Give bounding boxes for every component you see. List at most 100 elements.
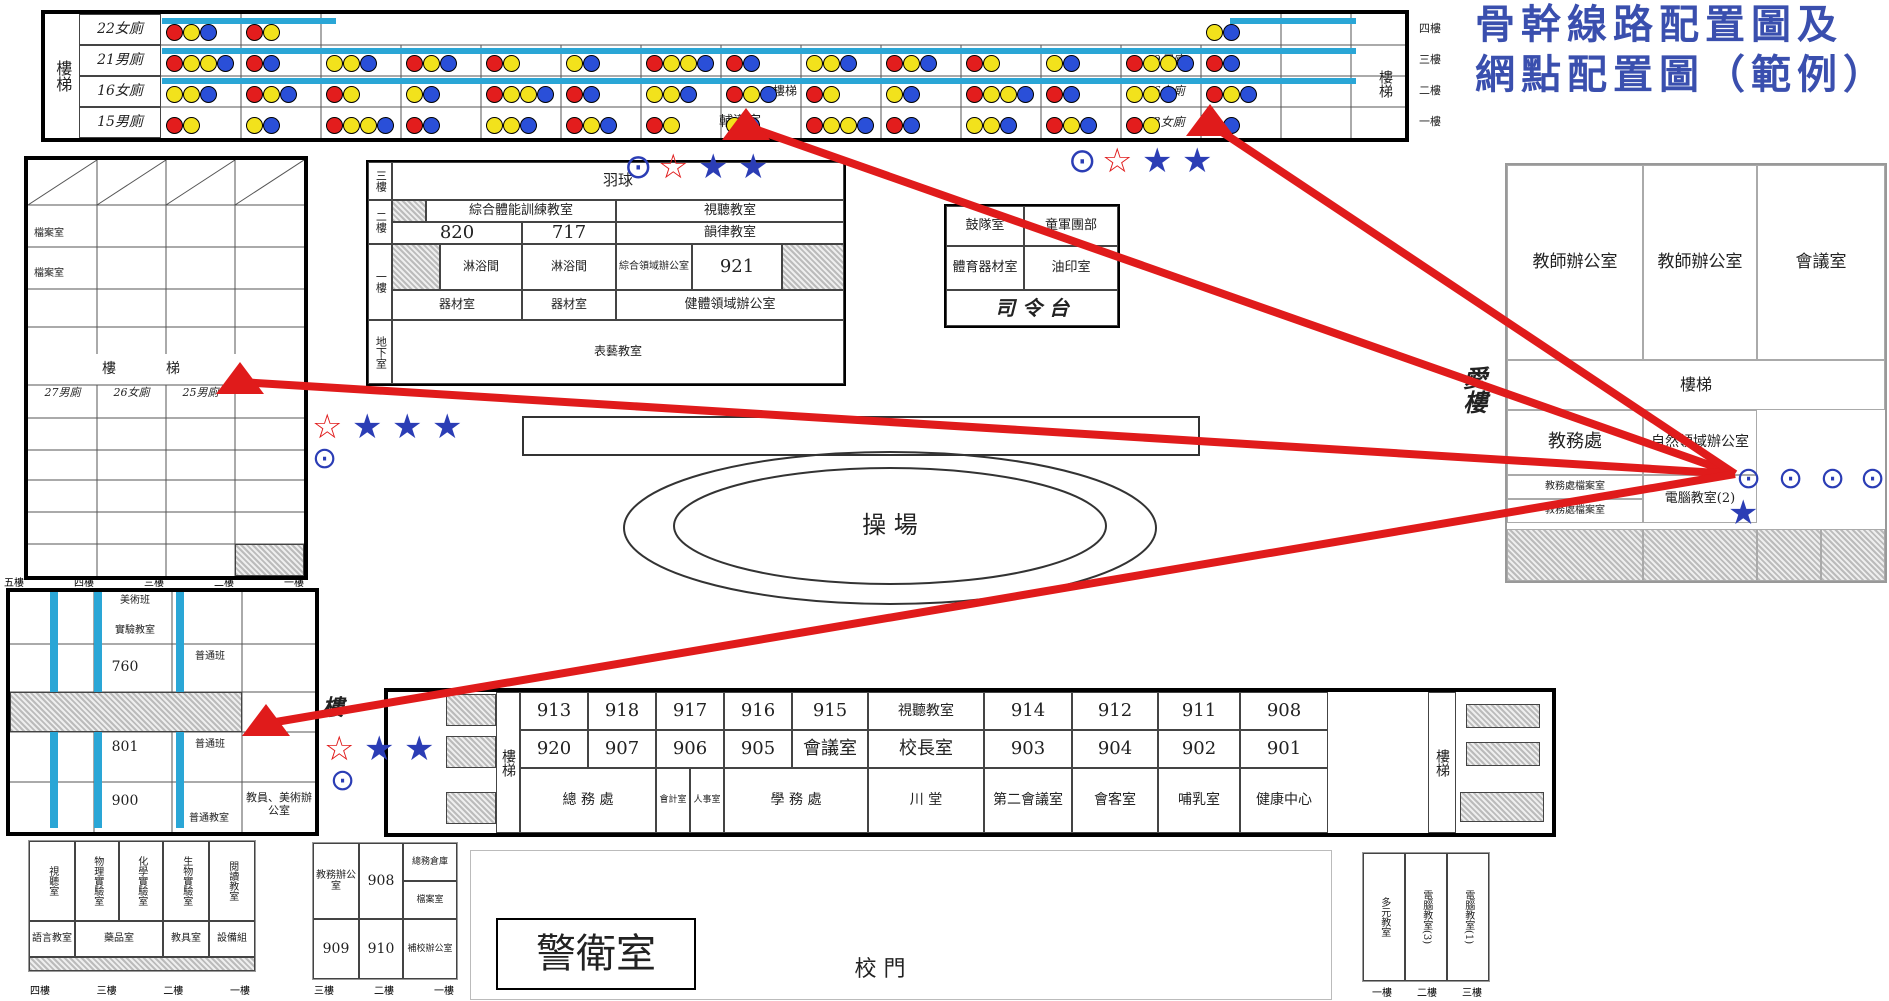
dot-icon — [1017, 86, 1034, 103]
access-point-dots — [566, 55, 600, 72]
access-point-dots — [486, 117, 537, 134]
bb-gray-1 — [446, 694, 496, 726]
switch-triangle-icon — [216, 362, 264, 394]
bb-room-914: 914 — [984, 692, 1072, 730]
dot-icon — [423, 117, 440, 134]
left-wc-27: 27男廁 — [44, 385, 81, 399]
star-icon: ★ — [1728, 493, 1758, 533]
dot-icon — [903, 117, 920, 134]
access-point-dots — [246, 24, 280, 41]
dot-icon — [966, 86, 983, 103]
teacher-office-2: 教師辦公室 — [1643, 165, 1757, 360]
bsl-pharmacy: 藥品室 — [75, 921, 163, 957]
dot-icon — [423, 55, 440, 72]
dot-icon — [886, 117, 903, 134]
bb-office-2: 人事室 — [690, 768, 724, 833]
dot-icon — [1143, 86, 1160, 103]
dot-icon — [406, 117, 423, 134]
left-floor-5: 五樓 — [4, 578, 24, 589]
dot-icon — [1080, 117, 1097, 134]
dot-icon — [343, 86, 360, 103]
dot-icon — [663, 55, 680, 72]
bb-room-會議室: 會議室 — [792, 730, 868, 768]
bottom-small-mid: 教務辦公室 908 總務倉庫 檔案室 909 910 補校辦公室 — [312, 842, 458, 980]
left-building: 檔案室 檔案室 樓梯 27男廁 26女廁 25男廁 — [24, 156, 308, 580]
star-icon: ★ — [364, 729, 394, 769]
access-point-dots — [486, 55, 520, 72]
right-stairs: 樓梯 — [1507, 360, 1885, 410]
dot-icon — [1063, 86, 1080, 103]
bl-art-office: 教員、美術辦公室 — [246, 791, 312, 817]
bb-room-905: 905 — [724, 730, 792, 768]
center-fitness-room: 綜合體能訓練教室 — [426, 200, 616, 222]
top-row-3-label: 21男廁 — [79, 45, 161, 76]
center-shower-1: 淋浴間 — [440, 244, 522, 290]
dot-icon — [440, 55, 457, 72]
left-floor-3: 三樓 — [144, 578, 164, 589]
access-point-dots — [1046, 117, 1097, 134]
center-gray-2 — [392, 244, 440, 290]
dot-icon — [566, 86, 583, 103]
dot-icon — [326, 86, 343, 103]
bottom-small-left: 視聽室 物理實驗室 化學實驗室 生物實驗室 閱讀教室 語言教室 藥品室 教具室 … — [28, 840, 256, 972]
dot-icon — [263, 86, 280, 103]
dot-icon — [806, 86, 823, 103]
dot-icon — [217, 55, 234, 72]
diagram-title: 骨幹線路配置圖及網點配置圖（範例） — [1475, 1, 1889, 98]
access-point-dots — [886, 86, 920, 103]
pe-equipment-room: 體育器材室 — [946, 246, 1024, 290]
access-point-dots — [1206, 24, 1240, 41]
right-gray-2 — [1643, 529, 1757, 581]
star-icon: ★ — [1142, 141, 1172, 181]
dot-icon — [886, 86, 903, 103]
bb-office-5: 第二會議室 — [984, 768, 1072, 833]
star-icon: ★ — [698, 147, 728, 187]
bsm-909: 909 — [313, 919, 359, 979]
dot-icon — [263, 24, 280, 41]
left-wc-25: 25男廁 — [182, 385, 219, 399]
dot-icon — [806, 55, 823, 72]
dot-icon — [1000, 86, 1017, 103]
dot-icon — [503, 117, 520, 134]
bb-stairs-right: 樓梯 — [1428, 692, 1456, 833]
bb-office-4: 川 堂 — [868, 768, 984, 833]
circle-icon: ⊙ — [1778, 461, 1803, 496]
access-point-dots — [1126, 86, 1177, 103]
bsr-floor-2: 二樓 — [1417, 988, 1437, 999]
dot-icon — [1143, 55, 1160, 72]
dot-icon — [1223, 86, 1240, 103]
bsl-language: 語言教室 — [29, 921, 75, 957]
access-point-dots — [1046, 86, 1080, 103]
gate-area — [470, 850, 1332, 1000]
dot-icon — [520, 86, 537, 103]
bb-room-907: 907 — [588, 730, 656, 768]
bb-room-917: 917 — [656, 692, 724, 730]
dot-icon — [857, 117, 874, 134]
bb-room-916: 916 — [724, 692, 792, 730]
dot-icon — [583, 86, 600, 103]
guard-room: 警衛室 — [496, 918, 696, 990]
left-floor-2: 二樓 — [214, 578, 234, 589]
circle-icon: ⊙ — [1820, 461, 1845, 496]
dot-icon — [646, 86, 663, 103]
center-floor-2: 二樓 — [368, 200, 392, 244]
dot-icon — [183, 117, 200, 134]
access-point-dots — [246, 55, 280, 72]
dot-icon — [1177, 55, 1194, 72]
access-point-dots — [886, 117, 920, 134]
dot-icon — [583, 117, 600, 134]
bsl-floor-4: 四樓 — [30, 986, 50, 997]
bsl-floor-2: 二樓 — [163, 986, 184, 997]
printing-room: 油印室 — [1024, 246, 1118, 290]
bb-office-1: 會計室 — [656, 768, 690, 833]
dot-icon — [726, 55, 743, 72]
dot-icon — [280, 86, 297, 103]
dot-icon — [1063, 55, 1080, 72]
center-717: 717 — [522, 222, 616, 244]
outline-star-icon: ☆ — [658, 147, 688, 187]
top-building-grid — [161, 14, 1405, 138]
bb-room-915: 915 — [792, 692, 868, 730]
circle-icon: ⊙ — [330, 763, 355, 798]
dot-icon — [200, 86, 217, 103]
